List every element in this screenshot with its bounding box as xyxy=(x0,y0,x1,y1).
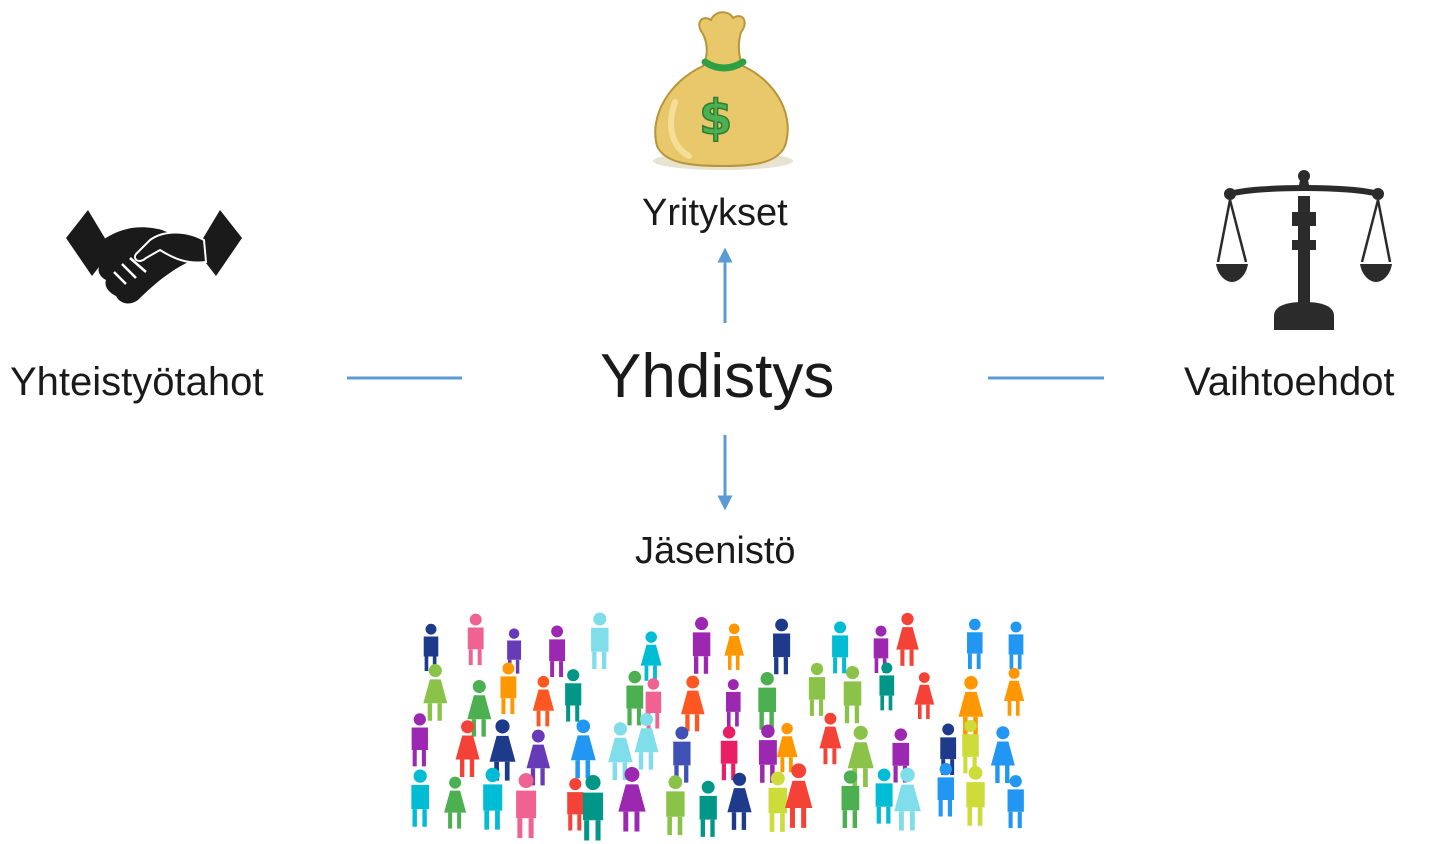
person-figure xyxy=(962,719,979,774)
person-figure xyxy=(773,618,791,675)
person-figure xyxy=(875,768,893,824)
person-figure xyxy=(699,780,717,837)
person-figure xyxy=(626,670,644,726)
node-label-left: Yhteistyötahot xyxy=(10,360,264,404)
person-figure xyxy=(768,771,788,832)
person-figure xyxy=(692,617,711,674)
person-figure xyxy=(937,762,955,817)
person-figure xyxy=(500,662,517,715)
person-figure xyxy=(591,612,609,670)
center-label: Yhdistys xyxy=(600,342,835,411)
crowd-icon xyxy=(411,612,1025,841)
node-label-right: Vaihtoehdot xyxy=(1184,360,1395,404)
person-figure xyxy=(549,625,566,677)
person-figure xyxy=(411,713,428,767)
person-figure xyxy=(634,712,659,770)
person-figure xyxy=(423,623,439,672)
person-figure xyxy=(532,675,555,727)
money-bag-icon: $ xyxy=(653,11,793,170)
person-figure xyxy=(785,763,813,828)
person-figure xyxy=(516,773,537,839)
person-figure xyxy=(724,623,744,670)
person-figure xyxy=(776,722,798,773)
person-figure xyxy=(645,678,662,729)
person-figure xyxy=(582,774,604,841)
person-figure xyxy=(411,769,429,827)
person-figure xyxy=(832,621,849,674)
person-figure xyxy=(843,666,862,724)
person-figure xyxy=(819,712,842,765)
scales-icon xyxy=(1216,170,1392,330)
person-figure xyxy=(526,729,551,786)
person-figure xyxy=(727,772,752,830)
person-figure xyxy=(914,672,935,720)
person-figure xyxy=(640,631,662,681)
person-figure xyxy=(896,612,919,666)
person-figure xyxy=(455,720,480,777)
person-figure xyxy=(758,672,777,730)
person-figure xyxy=(966,766,985,826)
node-label-top: Yritykset xyxy=(642,192,788,234)
person-figure xyxy=(808,662,826,716)
person-figure xyxy=(570,719,596,779)
person-figure xyxy=(1007,775,1024,829)
person-figure xyxy=(726,679,741,727)
person-figure xyxy=(894,767,921,831)
person-figure xyxy=(758,724,777,783)
person-figure xyxy=(467,679,492,737)
person-figure xyxy=(483,767,503,830)
person-figure xyxy=(681,675,705,732)
node-label-bottom: Jäsenistö xyxy=(635,530,796,572)
svg-text:$: $ xyxy=(699,90,732,146)
person-figure xyxy=(666,775,685,836)
person-figure xyxy=(967,618,983,670)
person-figure xyxy=(467,613,484,666)
person-figure xyxy=(1008,621,1024,670)
person-figure xyxy=(608,722,633,780)
person-figure xyxy=(423,664,448,721)
person-figure xyxy=(618,766,646,832)
person-figure xyxy=(990,726,1015,783)
person-figure xyxy=(841,770,860,829)
person-figure xyxy=(720,726,738,781)
person-figure xyxy=(879,662,895,711)
person-figure xyxy=(565,669,582,722)
person-figure xyxy=(1003,667,1025,716)
handshake-icon xyxy=(66,210,242,304)
person-figure xyxy=(567,778,584,831)
person-figure xyxy=(673,726,691,783)
person-figure xyxy=(958,676,984,735)
person-figure xyxy=(444,776,467,829)
